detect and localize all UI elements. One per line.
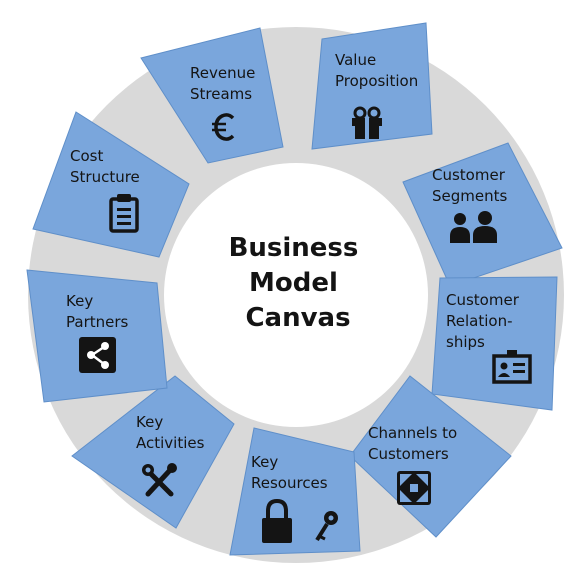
segment-label-line: ships — [446, 333, 485, 351]
segment-key-partners: Key Partners — [26, 269, 168, 403]
svg-text:Customer Segments: Customer Segments — [432, 166, 510, 205]
segment-label-line: Customers — [368, 445, 449, 463]
segment-label-line: Value — [335, 51, 376, 69]
segment-panel — [349, 375, 512, 538]
segment-revenue-streams: Revenue Streams — [140, 27, 284, 164]
segment-label-line: Segments — [432, 187, 508, 205]
euro-icon — [212, 113, 235, 141]
segment-customer-relationships: Customer Relation- ships — [431, 276, 558, 411]
segment-label-line: Cost — [70, 147, 103, 165]
gift-icon — [352, 106, 382, 139]
svg-text:Key Activities: Key Activities — [136, 413, 205, 452]
arrows-expand-icon — [397, 471, 431, 505]
segment-label-line: Structure — [70, 168, 140, 186]
segment-cost-structure: Cost Structure — [32, 111, 190, 258]
segment-panel — [71, 375, 235, 529]
svg-text:Cost Structure: Cost Structure — [70, 147, 140, 186]
center-title-line: Model — [249, 268, 338, 298]
segment-key-activities: Key Activities — [71, 375, 235, 529]
padlock-icon — [262, 498, 292, 543]
svg-text:Key Resources: Key Resources — [251, 453, 328, 492]
segment-channels-to-customers: Channels to Customers — [349, 375, 512, 538]
segment-label-line: Activities — [136, 434, 205, 452]
svg-text:Value Proposition: Value Proposition — [335, 51, 418, 90]
segment-value-proposition: Value Proposition — [311, 22, 433, 150]
contact-card-icon — [492, 350, 532, 384]
segment-label-line: Partners — [66, 313, 129, 331]
inner-disc — [164, 163, 428, 427]
segment-label-line: Key — [66, 292, 93, 310]
segment-label-line: Customer — [446, 291, 520, 309]
segment-label-line: Channels to — [368, 424, 457, 442]
center-title-line: Canvas — [245, 303, 350, 333]
segment-label-line: Key — [251, 453, 278, 471]
segment-label-line: Relation- — [446, 312, 512, 330]
tools-icon — [142, 463, 177, 497]
svg-text:Customer Relation-: Customer Relation- ships — [446, 291, 524, 351]
key-icon — [315, 511, 338, 542]
segment-customer-segments: Customer Segments — [402, 142, 563, 287]
share-icon — [79, 337, 116, 373]
segment-label-line: Proposition — [335, 72, 418, 90]
svg-text:Channels to Customers: Channels to Customers — [368, 424, 462, 463]
segment-label-line: Revenue — [190, 64, 255, 82]
segment-label-line: Streams — [190, 85, 252, 103]
segment-key-resources: Key Resources — [229, 427, 361, 556]
segment-panel — [32, 111, 190, 258]
segment-label-line: Key — [136, 413, 163, 431]
svg-text:Key Partners: Key Partners — [66, 292, 129, 331]
segment-label-line: Resources — [251, 474, 328, 492]
segment-panel — [26, 269, 168, 403]
users-icon — [450, 211, 497, 243]
center-title-line: Business — [229, 233, 359, 263]
clipboard-icon — [109, 194, 139, 233]
svg-text:Revenue Streams: Revenue Streams — [190, 64, 260, 103]
center-title: Business Model Canvas — [229, 233, 368, 333]
segment-panel — [311, 22, 433, 150]
segment-panel — [140, 27, 284, 164]
segment-panel — [431, 276, 558, 411]
segment-label-line: Customer — [432, 166, 506, 184]
